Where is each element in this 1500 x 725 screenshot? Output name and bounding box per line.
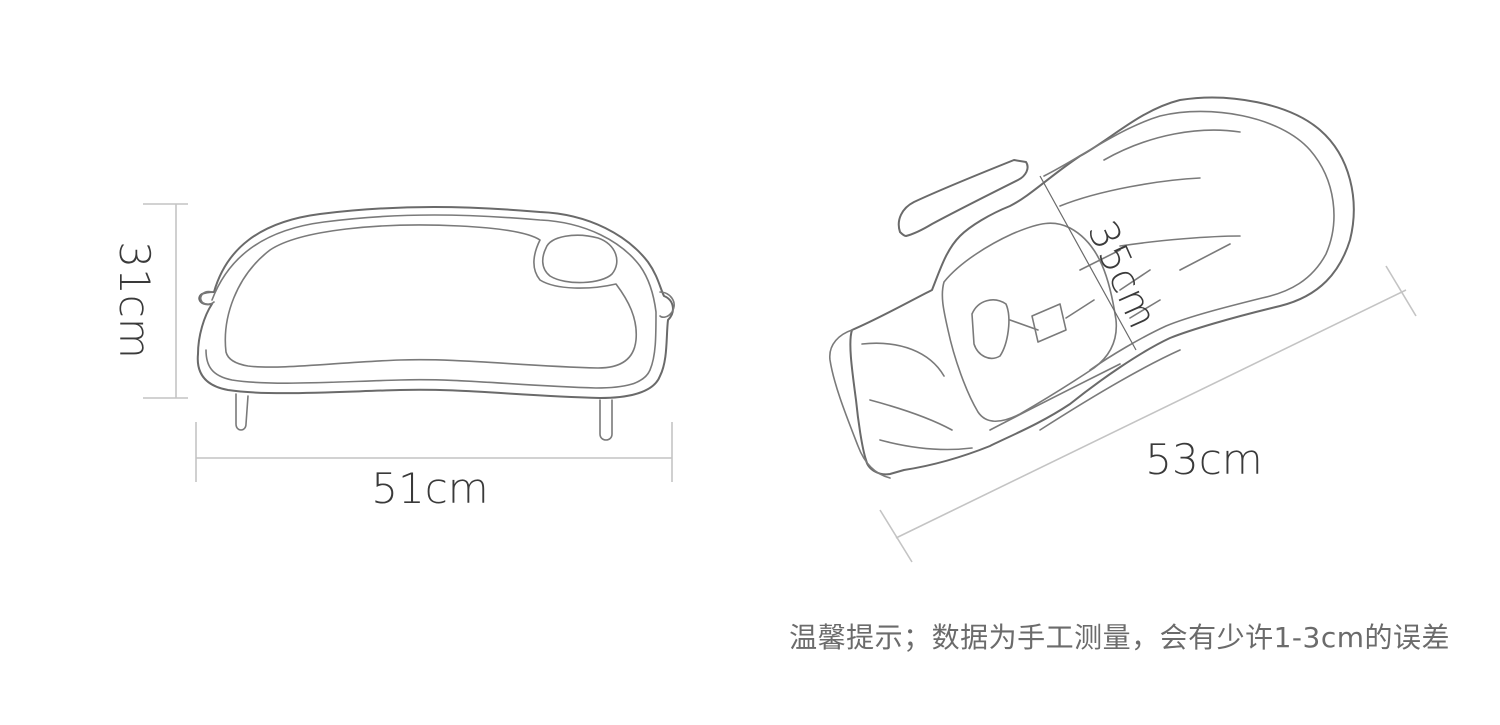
tray-width-label: 51cm [371,464,488,513]
seat-harness-strap-left [1009,249,1121,331]
seat-inner-cushion [941,222,1118,423]
seat-length-guide-left-tick [879,509,913,563]
seat-harness-strap-right [1119,243,1231,319]
seat-backrest-cushion [1043,110,1335,371]
seat-width-label: 35cm [1078,214,1166,335]
seat-harness-buckle [1031,303,1067,343]
seat-drawing: 53cm 35cm [829,96,1417,563]
seat-left-panel [971,299,1010,360]
seat-outer-shell [849,96,1355,476]
tray-surface [224,224,638,369]
measurement-note: 温馨提示；数据为手工测量，会有少许1-3cm的误差 [789,621,1450,654]
tray-inner-rim [205,214,657,389]
tray-outer-rim [196,206,674,399]
tray-cup-holder [541,234,618,284]
seat-length-label: 53cm [1145,435,1262,484]
tray-left-clip [199,290,215,306]
seat-headrest-pad [1059,129,1241,247]
tray-height-label: 31cm [110,241,159,358]
tray-drawing: 51cm 31cm [110,203,675,513]
seat-armrest [897,159,1029,237]
seat-length-guide-right-tick [1385,265,1417,317]
seat-width-guide [1039,175,1137,351]
seat-front-edge [829,329,891,479]
seat-legrest-lines [861,342,1181,451]
seat-length-guide [895,289,1407,539]
tray-left-leg [235,393,249,431]
tray-right-leg [599,399,613,441]
tray-right-clip [659,291,675,318]
